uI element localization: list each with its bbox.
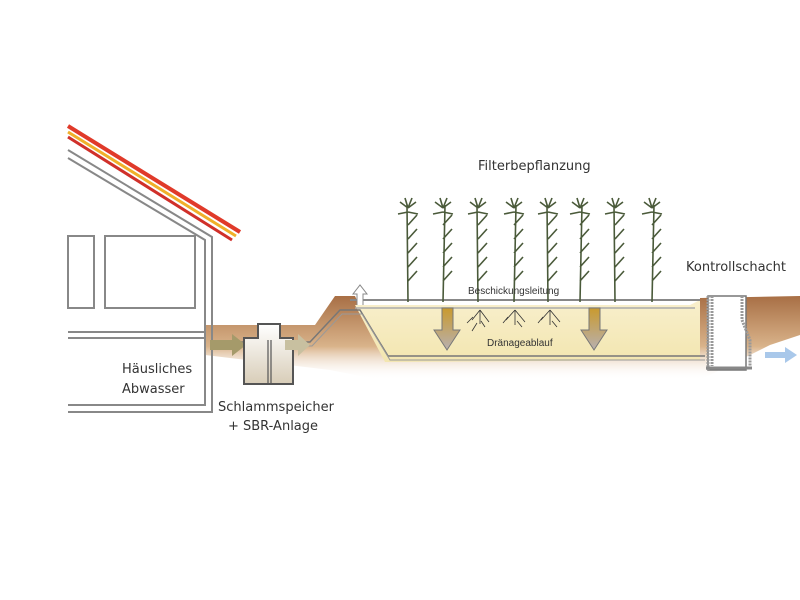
outflow-arrow [765,347,797,363]
reed-plant [641,197,663,303]
label-control-shaft: Kontrollschacht [686,260,787,275]
reed-stem [537,197,559,303]
reed-stem [432,197,454,303]
reed-plant [503,197,525,303]
reed-plant [537,197,559,303]
reed-stem [397,197,419,303]
vent-arrow [351,284,369,305]
infiltration-arrows [433,307,608,351]
label-feed-line: Beschickungsleitung [468,286,560,297]
label-tank-line2: + SBR-Anlage [227,419,319,434]
tank-outflow-arrow [285,334,310,356]
reed-plant [397,197,419,303]
house [67,149,213,413]
reed-stem [641,197,663,303]
reed-stem [604,197,626,303]
label-tank: Schlammspeicher + SBR-Anlage [218,398,334,436]
label-inlet-line1: Häusliches [122,362,193,377]
label-plants: Filterbepflanzung [478,159,591,174]
label-inlet: Häusliches Abwasser [122,360,193,400]
reed-plant [432,197,454,303]
reed-stem [467,197,489,303]
label-drainage: Dränageablauf [487,338,553,349]
roof [66,124,242,242]
label-tank-line1: Schlammspeicher [218,400,334,415]
reed-stem [503,197,525,303]
reed-plants [397,197,663,303]
inflow-arrow [210,334,246,356]
reed-plant [467,197,489,303]
reed-plant [604,197,626,303]
sludge-tank [243,323,294,385]
reed-plant [569,197,591,303]
roots [466,309,561,332]
control-shaft [706,295,752,371]
label-inlet-line2: Abwasser [122,382,185,397]
reed-stem [569,197,591,303]
